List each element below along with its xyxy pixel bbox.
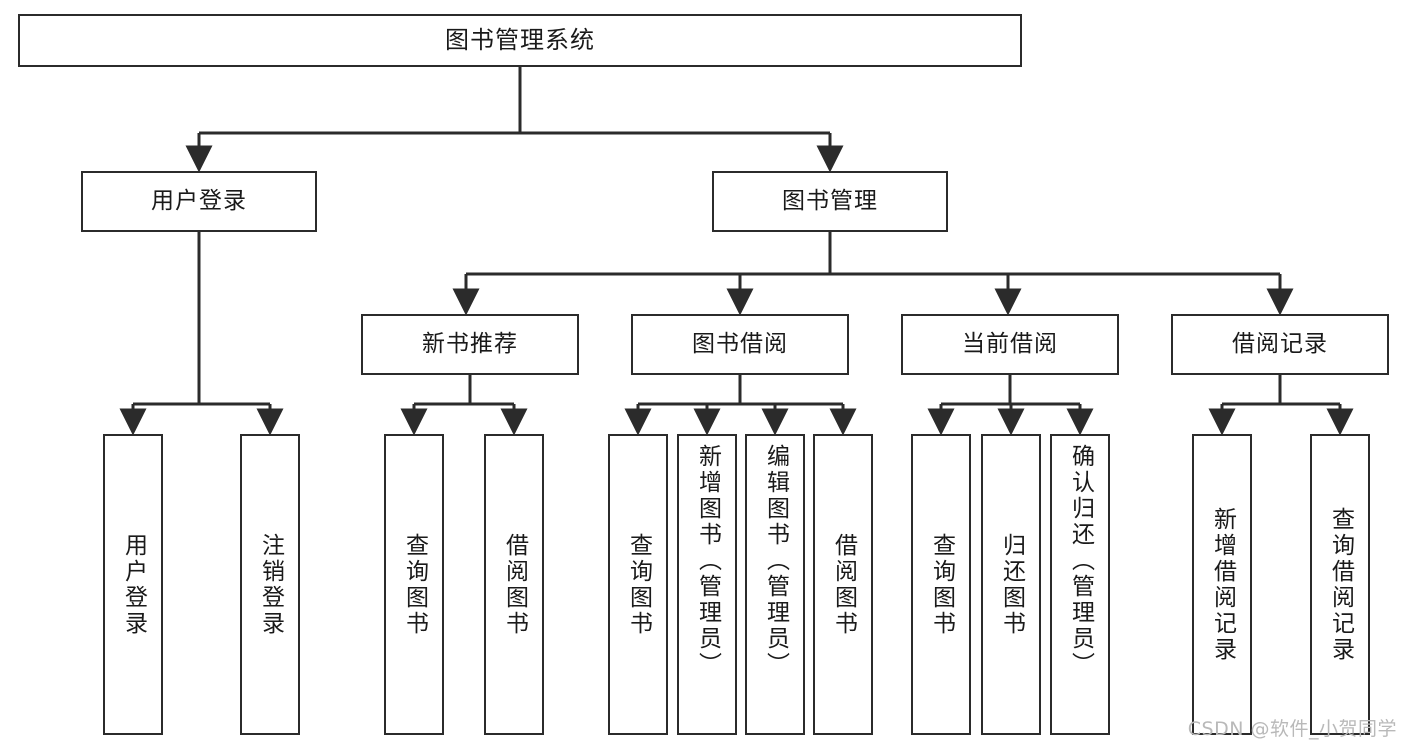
node-book-borrow[interactable]: 图书借阅 xyxy=(631,314,849,375)
node-user-login-label: 用户登录 xyxy=(151,187,247,214)
node-book-manage-label: 图书管理 xyxy=(782,187,878,214)
node-leaf-user-logout-label: 注销登录 xyxy=(257,532,284,637)
node-user-login[interactable]: 用户登录 xyxy=(81,171,317,232)
node-current-borrow-label: 当前借阅 xyxy=(962,330,1058,357)
node-leaf-query-book-borrow-label: 查询图书 xyxy=(625,532,652,637)
node-leaf-return-book-label: 归还图书 xyxy=(998,532,1025,637)
csdn-watermark: CSDN @软件_小贺同学 xyxy=(1187,718,1397,740)
node-book-manage[interactable]: 图书管理 xyxy=(712,171,948,232)
node-leaf-edit-book-label: 编辑图书（管理员） xyxy=(762,444,789,678)
node-leaf-query-book-current[interactable]: 查询图书 xyxy=(911,434,971,735)
node-leaf-user-logout[interactable]: 注销登录 xyxy=(240,434,300,735)
node-root[interactable]: 图书管理系统 xyxy=(18,14,1022,67)
node-leaf-borrow-book-label: 借阅图书 xyxy=(830,532,857,637)
node-leaf-add-book-label: 新增图书（管理员） xyxy=(694,444,721,678)
node-leaf-edit-book[interactable]: 编辑图书（管理员） xyxy=(745,434,805,735)
node-leaf-add-borrow-record-label: 新增借阅记录 xyxy=(1209,506,1236,663)
node-new-book-recommend-label: 新书推荐 xyxy=(422,330,518,357)
node-leaf-add-borrow-record[interactable]: 新增借阅记录 xyxy=(1192,434,1252,735)
node-leaf-borrow-book-recommend[interactable]: 借阅图书 xyxy=(484,434,544,735)
node-leaf-query-book-recommend-label: 查询图书 xyxy=(401,532,428,637)
node-leaf-confirm-return[interactable]: 确认归还（管理员） xyxy=(1050,434,1110,735)
node-borrow-record-label: 借阅记录 xyxy=(1232,330,1328,357)
node-borrow-record[interactable]: 借阅记录 xyxy=(1171,314,1389,375)
node-leaf-confirm-return-label: 确认归还（管理员） xyxy=(1067,444,1094,678)
node-leaf-query-book-recommend[interactable]: 查询图书 xyxy=(384,434,444,735)
node-leaf-query-book-borrow[interactable]: 查询图书 xyxy=(608,434,668,735)
node-leaf-borrow-book-recommend-label: 借阅图书 xyxy=(501,532,528,637)
node-root-label: 图书管理系统 xyxy=(445,26,595,55)
node-leaf-add-book[interactable]: 新增图书（管理员） xyxy=(677,434,737,735)
node-current-borrow[interactable]: 当前借阅 xyxy=(901,314,1119,375)
node-new-book-recommend[interactable]: 新书推荐 xyxy=(361,314,579,375)
node-leaf-borrow-book[interactable]: 借阅图书 xyxy=(813,434,873,735)
node-leaf-query-borrow-record-label: 查询借阅记录 xyxy=(1327,506,1354,663)
node-leaf-return-book[interactable]: 归还图书 xyxy=(981,434,1041,735)
node-leaf-user-login-label: 用户登录 xyxy=(120,532,147,637)
node-book-borrow-label: 图书借阅 xyxy=(692,330,788,357)
node-leaf-user-login[interactable]: 用户登录 xyxy=(103,434,163,735)
node-leaf-query-borrow-record[interactable]: 查询借阅记录 xyxy=(1310,434,1370,735)
node-leaf-query-book-current-label: 查询图书 xyxy=(928,532,955,637)
